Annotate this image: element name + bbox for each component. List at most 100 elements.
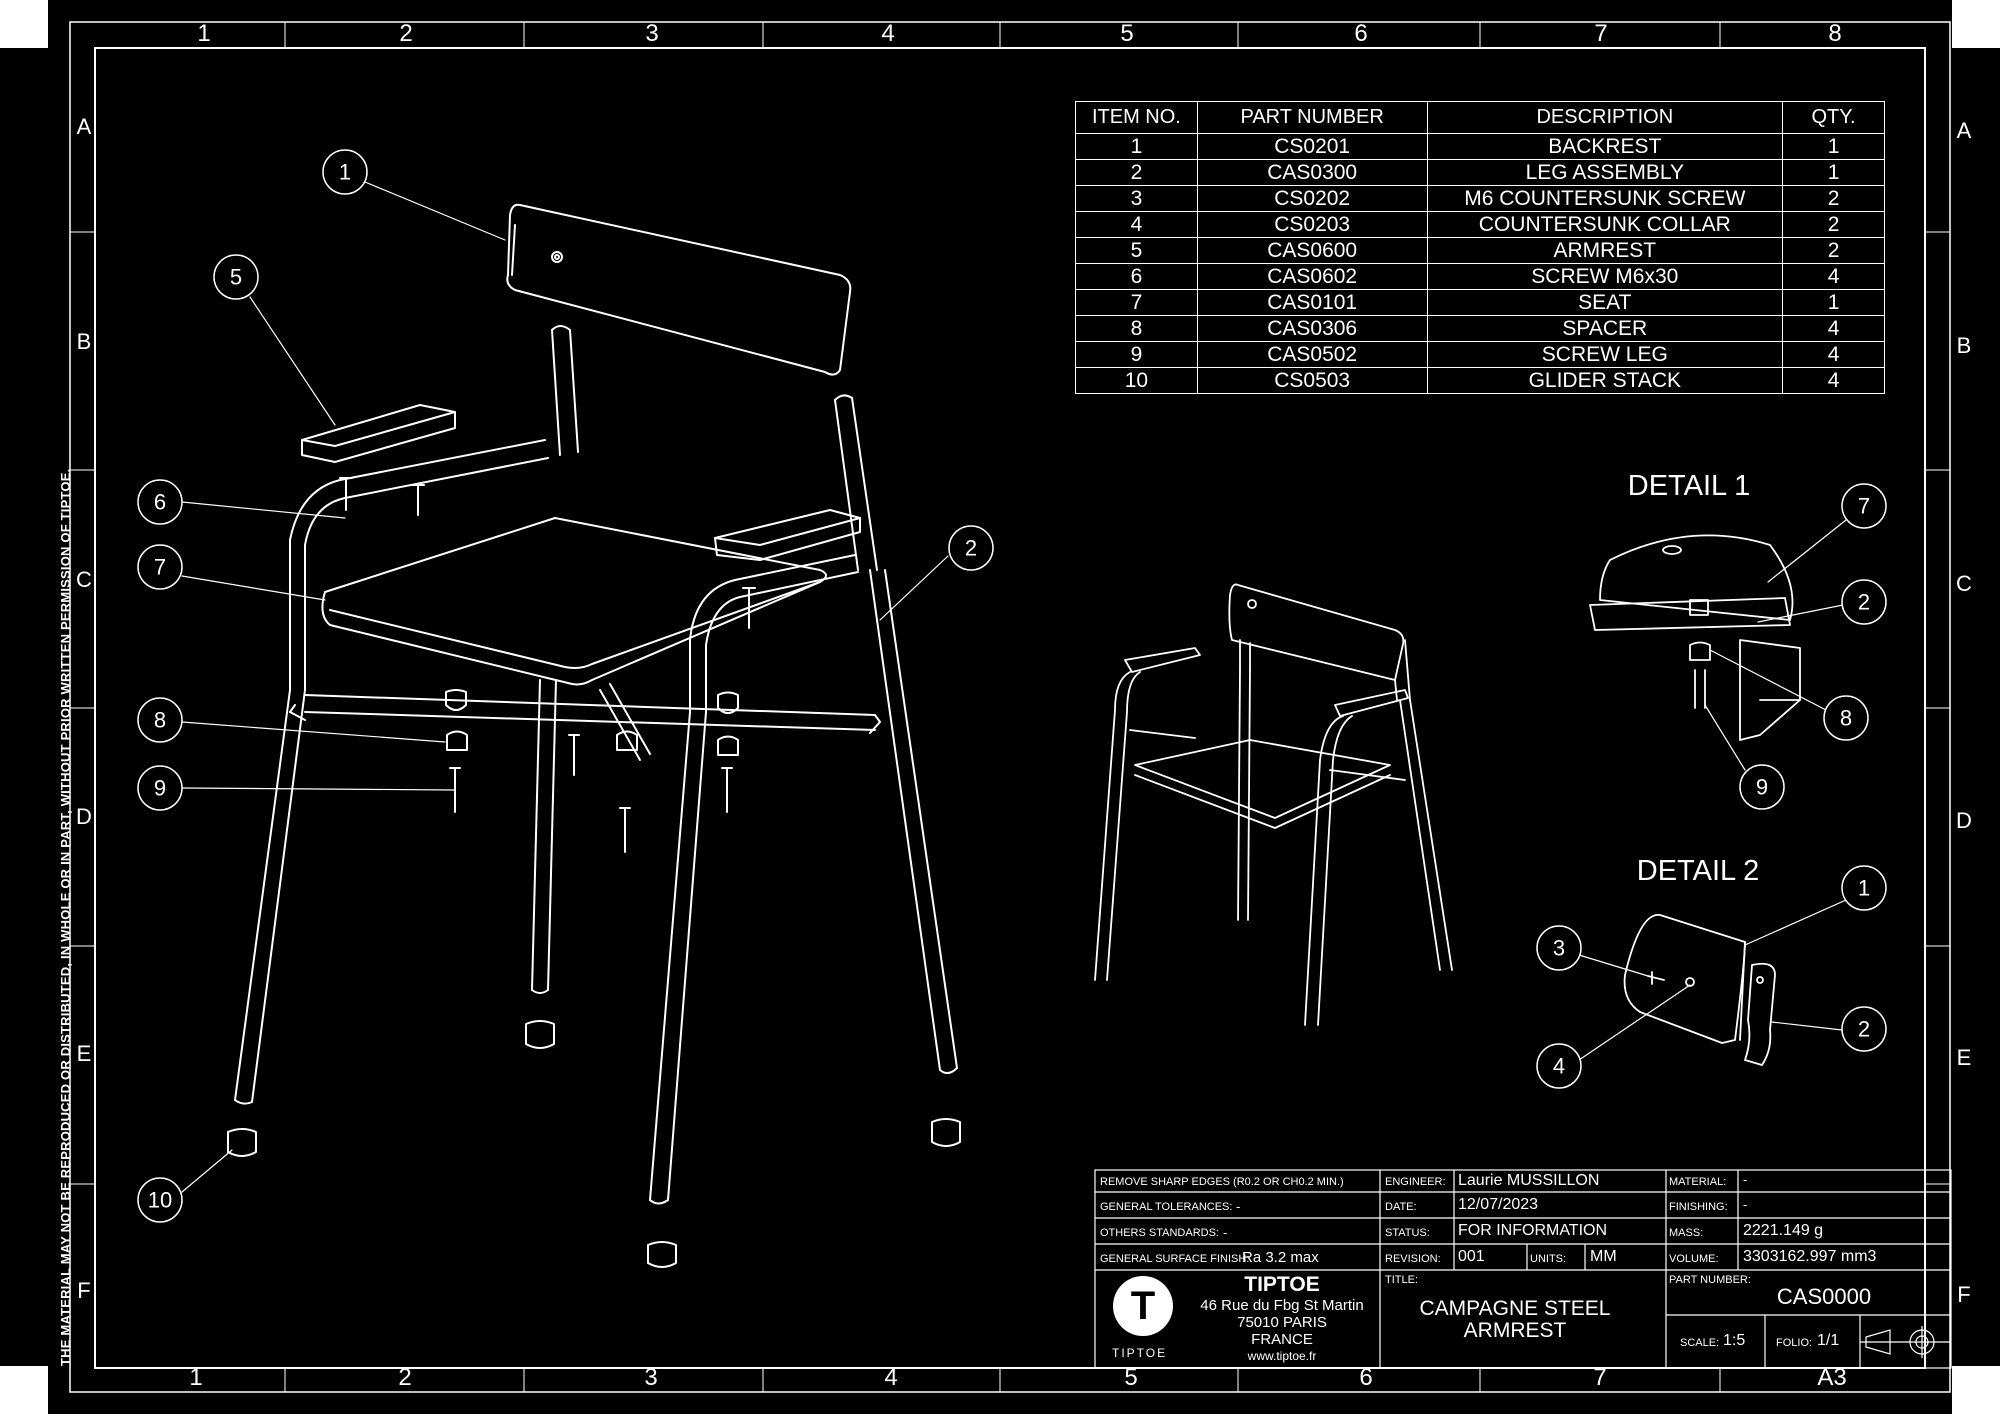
- zone-row-e-left: E: [76, 1041, 92, 1066]
- bom-cell: 8: [1075, 315, 1198, 342]
- bom-header-row: ITEM NO. PART NUMBER DESCRIPTION QTY.: [1075, 101, 1885, 134]
- units-value: MM: [1590, 1248, 1617, 1265]
- surface-finish-label: GENERAL SURFACE FINISH:: [1100, 1253, 1250, 1265]
- standards-value: -: [1223, 1225, 1228, 1240]
- callout-detail2-4: 4: [1553, 1054, 1565, 1079]
- zone-row-b-right: B: [1956, 333, 1972, 358]
- corner-mark-tr: [1952, 0, 2000, 48]
- bom-cell: 1: [1782, 289, 1885, 316]
- bom-cell: CAS0600: [1196, 237, 1428, 264]
- bom-header-item: ITEM NO.: [1075, 101, 1198, 134]
- zone-row-b-left: B: [76, 329, 92, 354]
- zone-row-a-left: A: [76, 114, 92, 139]
- material-value: -: [1743, 1172, 1748, 1187]
- engineer-label: ENGINEER:: [1385, 1176, 1446, 1188]
- zone-row-f-left: F: [77, 1278, 91, 1303]
- callout-main-1: 1: [339, 160, 351, 185]
- callout-main-2: 2: [965, 536, 977, 561]
- callout-main-7: 7: [154, 555, 166, 580]
- callout-main-9: 9: [154, 776, 166, 801]
- engineer-value: Laurie MUSSILLON: [1458, 1172, 1600, 1189]
- bom-cell: CS0201: [1196, 133, 1428, 160]
- zone-col-8-top: 8: [1828, 20, 1842, 47]
- zone-row-a-right: A: [1956, 118, 1972, 143]
- zone-col-5-bottom: 5: [1124, 1364, 1138, 1391]
- status-value: FOR INFORMATION: [1458, 1222, 1608, 1239]
- bom-header-qty: QTY.: [1782, 101, 1885, 134]
- scale-value: 1:5: [1723, 1332, 1746, 1349]
- bom-cell: COUNTERSUNK COLLAR: [1426, 211, 1784, 238]
- seat-part: [321, 517, 827, 686]
- glider-stacks: [227, 1020, 961, 1268]
- part-number-value: CAS0000: [1776, 1284, 1872, 1309]
- zone-col-7-top: 7: [1594, 20, 1608, 47]
- tiptoe-logo: [1113, 1276, 1173, 1336]
- zone-col-4-bottom: 4: [884, 1364, 898, 1391]
- bom-cell: CS0503: [1196, 367, 1428, 394]
- zone-row-c-right: C: [1956, 571, 1972, 596]
- detail-2-title: DETAIL 2: [1636, 855, 1760, 887]
- bom-cell: BACKREST: [1426, 133, 1784, 160]
- scale-label: SCALE:: [1680, 1337, 1720, 1349]
- folio-label: FOLIO:: [1776, 1337, 1813, 1349]
- zone-row-d-left: D: [76, 804, 92, 829]
- company-name: TIPTOE: [1244, 1273, 1320, 1296]
- callout-main-8: 8: [154, 708, 166, 733]
- mass-label: MASS:: [1669, 1227, 1704, 1239]
- mass-value: 2221.149 g: [1743, 1222, 1824, 1239]
- corner-mark-bl: [0, 1366, 48, 1414]
- surface-finish-value: Ra 3.2 max: [1242, 1249, 1319, 1266]
- bom-cell: 4: [1782, 315, 1885, 342]
- folio-value: 1/1: [1817, 1332, 1840, 1349]
- drawing-title-line1: CAMPAGNE STEEL: [1419, 1297, 1611, 1320]
- logo-letter: T: [1130, 1284, 1156, 1328]
- finishing-value: -: [1743, 1197, 1748, 1212]
- callout-main-5: 5: [230, 265, 242, 290]
- callout-detail2-3: 3: [1553, 936, 1565, 961]
- bom-cell: 10: [1075, 367, 1198, 394]
- bom-cell: CS0203: [1196, 211, 1428, 238]
- bom-cell: M6 COUNTERSUNK SCREW: [1426, 185, 1784, 212]
- callout-detail2-2: 2: [1858, 1017, 1870, 1042]
- zone-col-3-top: 3: [645, 20, 659, 47]
- company-address-1: 46 Rue du Fbg St Martin: [1200, 1297, 1364, 1314]
- corner-mark-tl: [0, 0, 48, 48]
- callout-detail1-9: 9: [1756, 775, 1768, 800]
- projection-symbol-icon: [1860, 1326, 1950, 1358]
- zone-row-e-right: E: [1956, 1045, 1972, 1070]
- bom-cell: 2: [1782, 237, 1885, 264]
- standards-label: OTHERS STANDARDS:: [1100, 1227, 1219, 1239]
- zone-col-4-top: 4: [881, 20, 895, 47]
- bom-cell: CAS0602: [1196, 263, 1428, 290]
- company-address-3: FRANCE: [1251, 1331, 1313, 1348]
- bom-header-part-number: PART NUMBER: [1196, 101, 1428, 134]
- zone-col-6-bottom: 6: [1359, 1364, 1373, 1391]
- company-address-2: 75010 PARIS: [1237, 1314, 1327, 1331]
- status-label: STATUS:: [1385, 1227, 1430, 1239]
- zone-col-5-top: 5: [1120, 20, 1134, 47]
- detail-2-view: [1578, 899, 1847, 1066]
- bom-cell: 7: [1075, 289, 1198, 316]
- armrest-right: [714, 509, 861, 561]
- bom-cell: SPACER: [1426, 315, 1784, 342]
- zone-border: [69, 21, 1951, 1393]
- zone-col-6-top: 6: [1354, 20, 1368, 47]
- date-value: 12/07/2023: [1458, 1196, 1539, 1213]
- volume-value: 3303162.997 mm3: [1743, 1248, 1877, 1265]
- callout-detail1-2: 2: [1858, 590, 1870, 615]
- units-label: UNITS:: [1530, 1253, 1567, 1265]
- bom-cell: ARMREST: [1426, 237, 1784, 264]
- bom-cell: GLIDER STACK: [1426, 367, 1784, 394]
- bom-cell: 1: [1075, 133, 1198, 160]
- assembled-view: [1094, 583, 1453, 1026]
- bom-cell: 1: [1782, 133, 1885, 160]
- detail-1-view: [1589, 519, 1847, 771]
- material-label: MATERIAL:: [1669, 1176, 1727, 1188]
